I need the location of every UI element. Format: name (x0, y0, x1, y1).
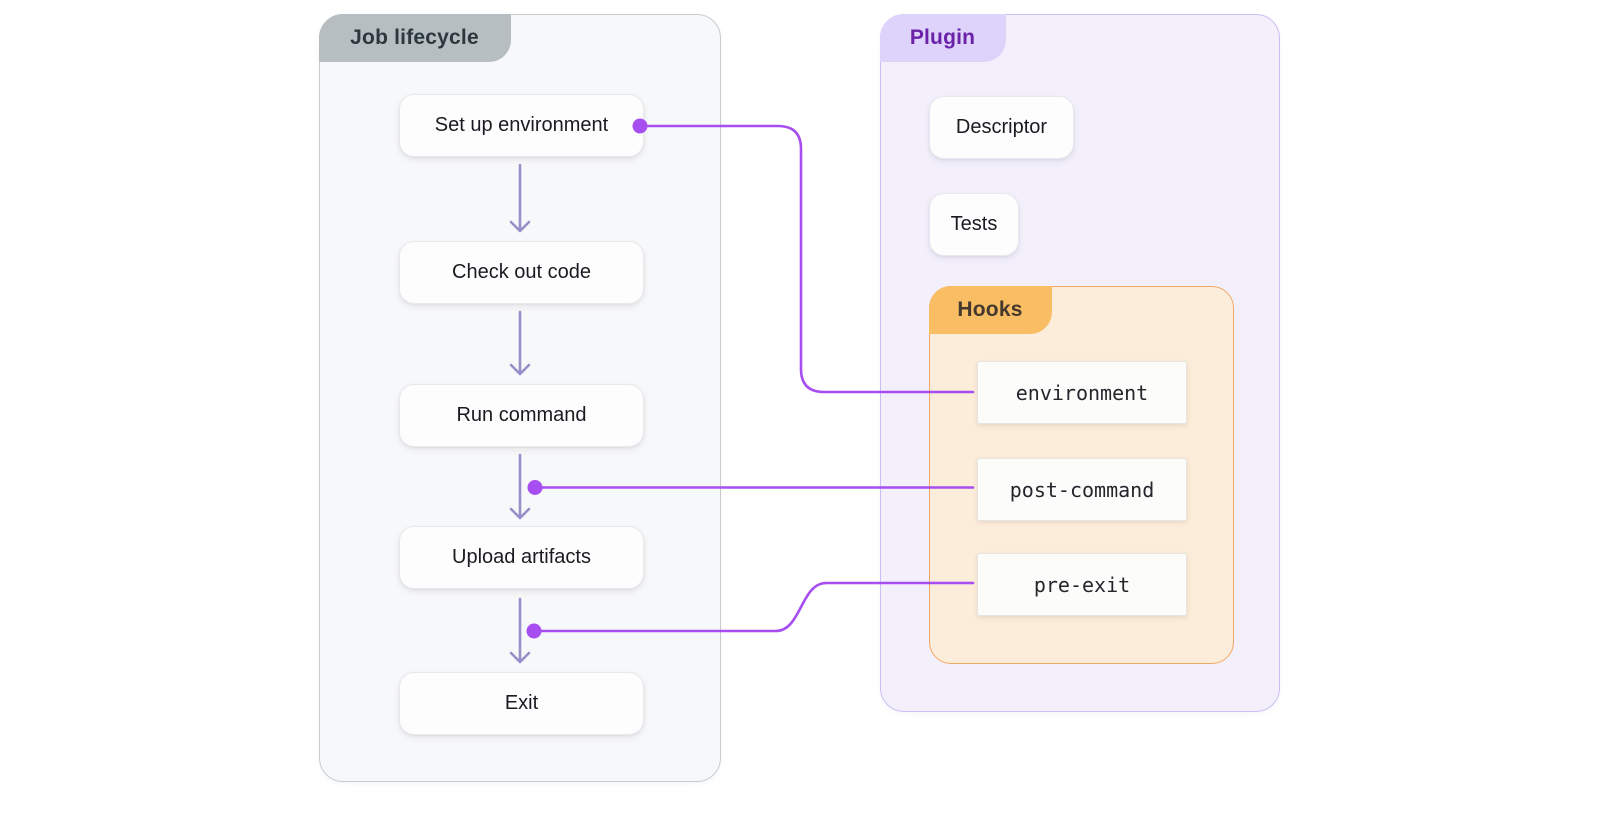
hook-label: pre-exit (1033, 572, 1131, 597)
hooks-title: Hooks (957, 297, 1023, 321)
hooks-container: Hooks environment post-command pre-exit (928, 285, 1234, 664)
job-step-run-command: Run command (399, 384, 644, 447)
hook-pre-exit: pre-exit (977, 553, 1187, 616)
job-step-label: Set up environment (434, 114, 609, 136)
job-step-label: Exit (504, 692, 539, 714)
job-step-label: Check out code (452, 261, 591, 283)
hook-label: post-command (1009, 477, 1155, 502)
plugin-item-tests: Tests (929, 193, 1019, 256)
job-lifecycle-tab: Job lifecycle (318, 13, 511, 62)
plugin-tab: Plugin (879, 13, 1006, 62)
plugin-item-label: Tests (950, 213, 998, 235)
job-lifecycle-container: Job lifecycle Set up environment Check o… (318, 13, 721, 782)
job-step-exit: Exit (399, 672, 644, 735)
hook-label: environment (1015, 380, 1149, 405)
job-step-set-up-environment: Set up environment (399, 94, 644, 157)
hook-post-command: post-command (977, 458, 1187, 521)
job-step-label: Run command (456, 404, 587, 426)
hooks-tab: Hooks (928, 285, 1052, 334)
plugin-container: Plugin Descriptor Tests Hooks environmen… (879, 13, 1280, 712)
plugin-item-descriptor: Descriptor (929, 96, 1074, 159)
plugin-title: Plugin (909, 25, 976, 49)
job-step-label: Upload artifacts (452, 546, 591, 568)
job-lifecycle-title: Job lifecycle (350, 25, 479, 49)
job-step-check-out-code: Check out code (399, 241, 644, 304)
job-step-upload-artifacts: Upload artifacts (399, 526, 644, 589)
plugin-item-label: Descriptor (955, 116, 1048, 138)
hook-environment: environment (977, 361, 1187, 424)
